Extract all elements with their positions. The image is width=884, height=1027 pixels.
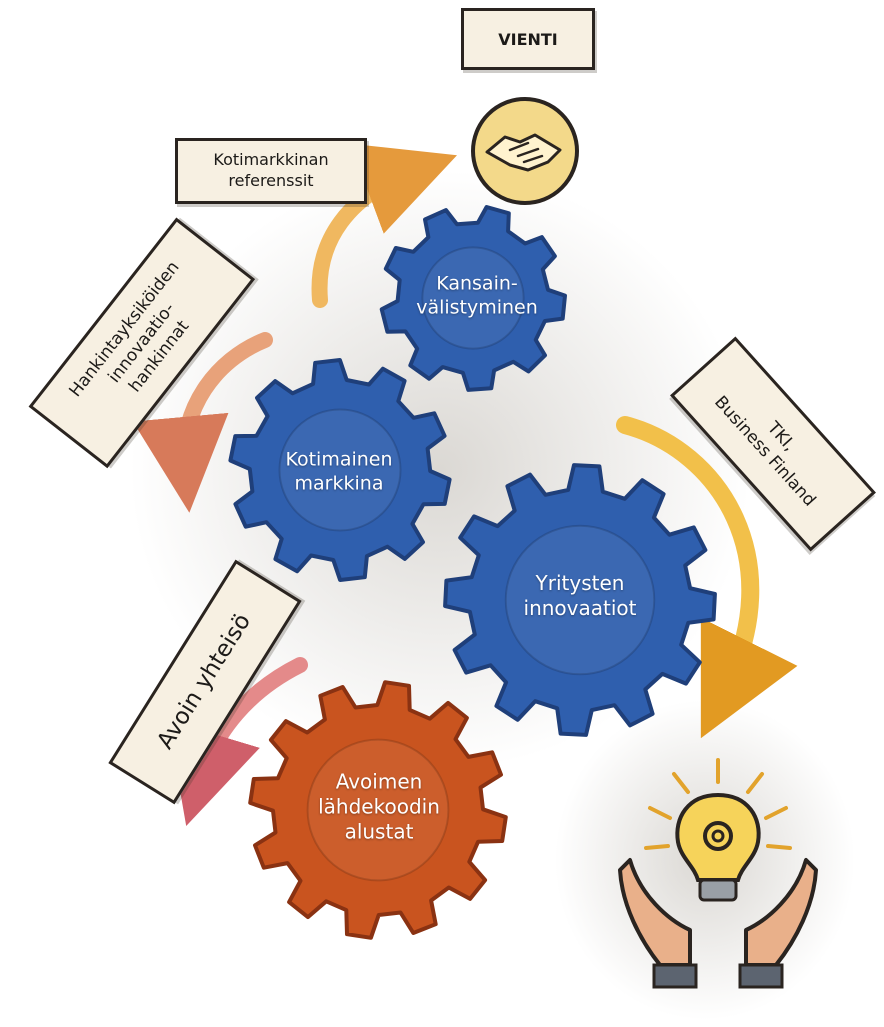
gear-internationalization-hub xyxy=(421,246,525,350)
domestic-references-text: Kotimarkkinan referenssit xyxy=(213,150,329,190)
arrow-rdi xyxy=(616,416,798,739)
arrow-references xyxy=(311,143,457,308)
lightbulb-gear-icon xyxy=(644,758,792,902)
gear-domestic-market xyxy=(228,358,452,582)
arrow-open-community xyxy=(167,657,308,826)
gear-domestic-market-hub xyxy=(278,408,402,532)
gear-open-source xyxy=(248,680,508,940)
open-hands-icon xyxy=(618,858,818,989)
gear-domestic-market-label: Kotimainen markkina xyxy=(285,448,393,494)
gear-company-innovations xyxy=(443,463,717,737)
handshake-icon xyxy=(471,97,579,205)
gear-open-source-label: Avoimen lähdekoodin alustat xyxy=(318,769,440,844)
gear-internationalization-label: Kansain- välistyminen xyxy=(416,272,538,318)
export-label-text: VIENTI xyxy=(498,29,558,49)
domestic-references-label: Kotimarkkinan referenssit xyxy=(175,138,367,204)
gear-company-innovations-label: Yritysten innovaatiot xyxy=(523,571,637,620)
export-label: VIENTI xyxy=(461,8,595,70)
gear-open-source-hub xyxy=(306,738,450,882)
gear-internationalization xyxy=(379,205,567,392)
gear-company-innovations-hub xyxy=(504,524,656,676)
arrow-procurement xyxy=(132,332,273,513)
